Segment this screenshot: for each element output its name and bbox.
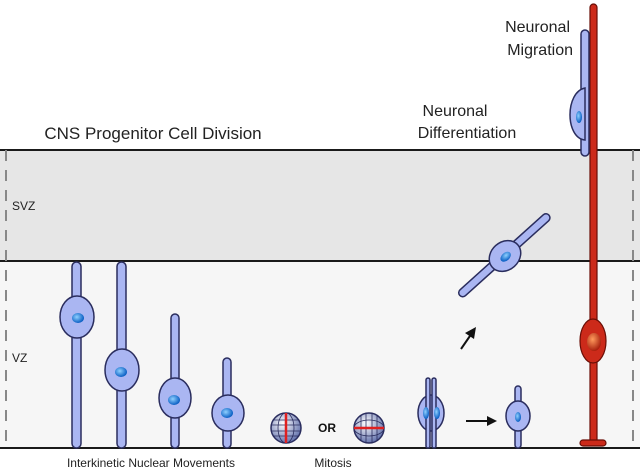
arrow-diagonal	[460, 327, 476, 350]
vz-label: VZ	[12, 351, 27, 365]
dividing-cell-pair	[417, 377, 445, 449]
migration-title-line2: Migration	[507, 42, 573, 59]
progenitor-cell-2	[104, 261, 140, 449]
svz-zone	[0, 150, 640, 261]
progenitor-cell-3	[158, 313, 192, 449]
differentiation-title-line2: Differentiation	[418, 125, 516, 142]
or-label: OR	[318, 421, 336, 435]
interkinetic-caption: Interkinetic Nuclear Movements	[67, 456, 235, 470]
mitotic-cell-horizontal-spindle	[353, 412, 385, 444]
migration-title-line1: Neuronal	[505, 19, 570, 36]
migrating-neuron	[569, 29, 590, 157]
progenitor-cell-1	[59, 261, 95, 449]
differentiating-neuron	[457, 213, 551, 298]
differentiation-title-line1: Neuronal	[423, 103, 488, 120]
arrow-right	[466, 416, 497, 426]
progenitor-title: CNS Progenitor Cell Division	[44, 124, 261, 143]
radial-glia-fiber	[579, 3, 607, 447]
mitotic-cell-vertical-spindle	[270, 412, 302, 444]
vz-zone	[0, 261, 640, 448]
newborn-neuron	[505, 385, 531, 449]
mitosis-caption: Mitosis	[314, 456, 351, 470]
progenitor-cell-4	[211, 357, 245, 449]
svz-label: SVZ	[12, 199, 35, 213]
